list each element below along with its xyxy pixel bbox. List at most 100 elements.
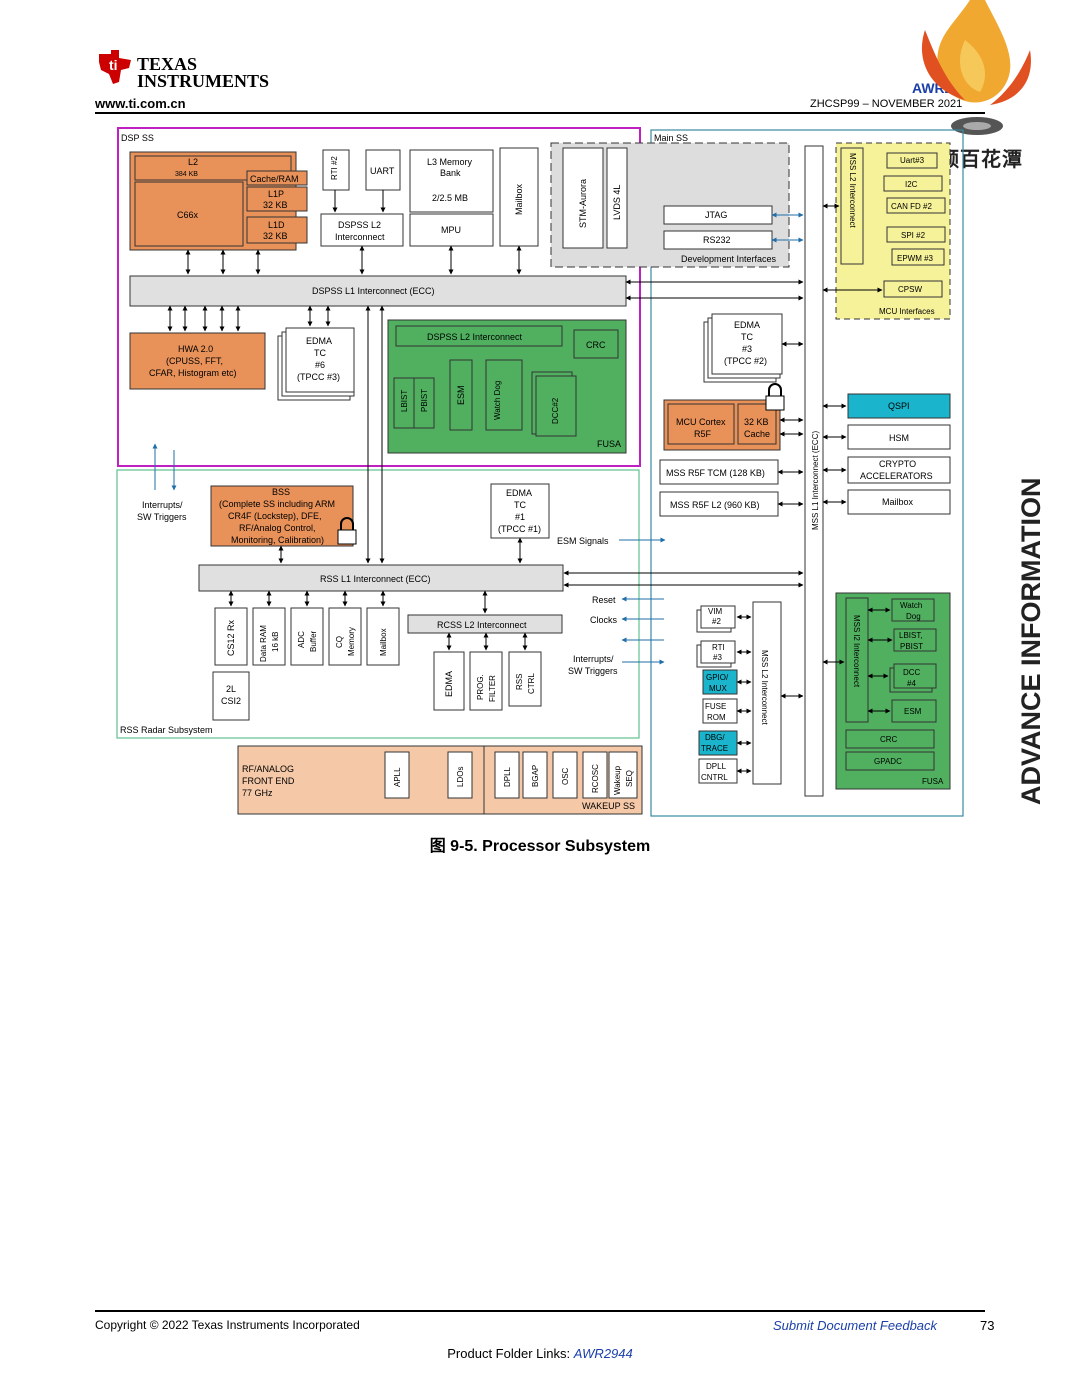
product-folder-links: Product Folder Links: AWR2944 [447,1346,633,1361]
doc-id: ZHCSP99 – NOVEMBER 2021 [810,98,963,110]
rss-region [116,469,640,739]
header-rule [95,112,985,114]
svg-text:LVDS 4L: LVDS 4L [612,185,622,220]
svg-text:CSI2: CSI2 [221,696,241,706]
main-watchdog-block [891,598,935,622]
c66x-block: L2 384 KB C66x Cache/RAM L1P 32 KB L1D 3… [129,151,308,251]
svg-text:UART: UART [370,166,395,176]
rti3-block [700,640,736,664]
disc-logo-icon [951,117,1003,135]
cq-memory-block [328,607,362,666]
svg-text:DSPSS L2: DSPSS L2 [338,220,381,230]
svg-text:DBG/: DBG/ [705,733,725,742]
svg-text:32 KB: 32 KB [263,231,288,241]
cs12rx-block [214,607,248,666]
lock-icon [337,517,357,545]
svg-text:CNTRL: CNTRL [701,773,728,782]
processor-subsystem-diagram: DSP SS Main SS RSS Radar Subsystem L2 38… [116,127,964,817]
svg-text:MPU: MPU [441,225,461,235]
svg-text:Bank: Bank [440,168,461,178]
svg-text:FRONT END: FRONT END [242,776,295,786]
svg-text:MSS R5F TCM (128 KB): MSS R5F TCM (128 KB) [666,468,765,478]
svg-text:MSS L1 Interconnect (ECC): MSS L1 Interconnect (ECC) [811,431,820,530]
svg-text:L1P: L1P [268,189,284,199]
svg-text:TC: TC [314,348,326,358]
svg-text:STM-Aurora: STM-Aurora [578,179,588,228]
main-ss-label: Main SS [654,133,688,143]
svg-text:RTI: RTI [712,643,725,652]
svg-text:(TPCC #3): (TPCC #3) [297,372,340,382]
svg-text:ADVANCE INFORMATION: ADVANCE INFORMATION [1016,478,1046,805]
feedback-link[interactable]: Submit Document Feedback [773,1318,938,1333]
svg-text:CQ: CQ [335,636,344,648]
dpll-cntrl-block [698,758,738,784]
svg-text:ROM: ROM [707,713,726,722]
gpio-mux-block [702,669,738,695]
svg-text:CRYPTO: CRYPTO [879,459,916,469]
svg-text:CPSW: CPSW [898,285,922,294]
svg-text:OSC: OSC [561,767,570,785]
lock-icon [765,383,785,411]
main-mailbox-block [847,489,951,515]
main-lbist-block [893,628,937,652]
svg-text:WAKEUP SS: WAKEUP SS [582,801,635,811]
dspss-l1-interconnect [129,275,627,307]
l3-memory-block [409,149,494,213]
svg-text:#6: #6 [315,360,325,370]
site-url[interactable]: www.ti.com.cn [95,96,186,111]
svg-text:77 GHz: 77 GHz [242,788,273,798]
svg-text:#3: #3 [742,344,752,354]
dbg-trace-block [698,730,738,756]
svg-text:Mailbox: Mailbox [882,497,914,507]
svg-text:RSS L1 Interconnect (ECC): RSS L1 Interconnect (ECC) [320,574,431,584]
dspss-l2-small-block [320,213,404,247]
svg-text:Dog: Dog [906,612,921,621]
svg-text:PBIST: PBIST [420,389,429,412]
svg-text:ti: ti [109,57,118,73]
svg-text:Interrupts/: Interrupts/ [142,500,183,510]
svg-text:Buffer: Buffer [309,630,318,652]
svg-text:EDMA: EDMA [734,320,760,330]
svg-text:2/2.5 MB: 2/2.5 MB [432,193,468,203]
svg-text:LDOs: LDOs [456,767,465,787]
product-link[interactable]: AWR2944 [573,1346,633,1361]
svg-text:RF/ANALOG: RF/ANALOG [242,764,294,774]
svg-text:HWA 2.0: HWA 2.0 [178,344,213,354]
main-crc-block [845,729,935,749]
svg-text:DCC: DCC [903,668,921,677]
svg-text:MSS R5F L2 (960 KB): MSS R5F L2 (960 KB) [670,500,760,510]
svg-text:SW Triggers: SW Triggers [137,512,187,522]
svg-text:L1D: L1D [268,220,285,230]
svg-text:Cache: Cache [744,429,770,439]
svg-text:ESM Signals: ESM Signals [557,536,609,546]
dcc4-block [893,663,937,689]
svg-text:Data RAM: Data RAM [259,625,268,662]
vim2-block [700,605,736,629]
svg-text:TC: TC [741,332,753,342]
svg-text:#3: #3 [713,653,722,662]
svg-text:Memory: Memory [347,627,356,656]
svg-text:SPI #2: SPI #2 [901,231,926,240]
svg-text:32 KB: 32 KB [744,417,769,427]
adc-buffer-block [290,607,324,666]
svg-text:EDMA: EDMA [444,671,454,697]
svg-text:SW Triggers: SW Triggers [568,666,618,676]
svg-text:Mailbox: Mailbox [514,183,524,215]
svg-text:RCSS L2 Interconnect: RCSS L2 Interconnect [437,620,527,630]
svg-text:TC: TC [514,500,526,510]
copyright: Copyright © 2022 Texas Instruments Incor… [95,1318,360,1332]
rss-label: RSS Radar Subsystem [120,725,213,735]
csi2-block [212,671,250,721]
svg-text:MCU Cortex: MCU Cortex [676,417,726,427]
svg-text:#2: #2 [712,617,721,626]
svg-text:#1: #1 [515,512,525,522]
svg-text:RS232: RS232 [703,235,731,245]
svg-text:GPADC: GPADC [874,757,902,766]
svg-text:PROG.: PROG. [476,674,485,700]
edma-tc1-block [490,483,550,539]
svg-text:CR4F (Lockstep), DFE,: CR4F (Lockstep), DFE, [228,511,322,521]
svg-text:FUSE: FUSE [705,702,726,711]
svg-text:RSS: RSS [515,674,524,690]
svg-text:L3 Memory: L3 Memory [427,157,473,167]
flame-logo-icon [921,0,1031,105]
